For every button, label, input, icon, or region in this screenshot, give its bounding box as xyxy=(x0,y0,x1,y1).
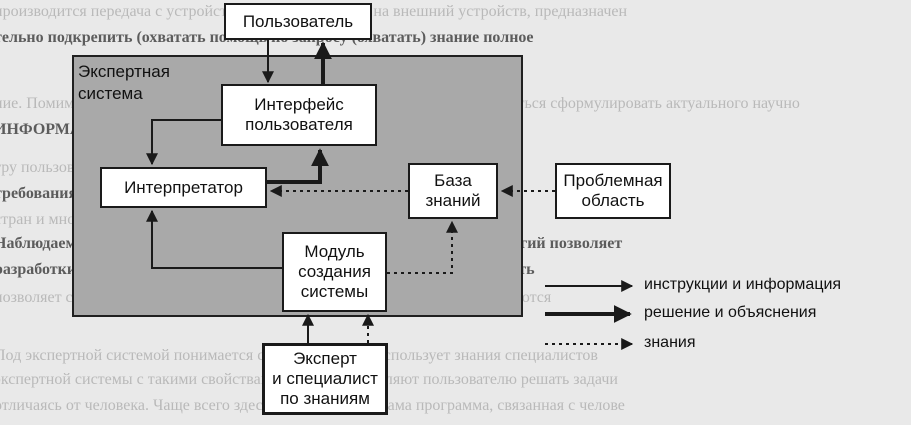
legend-instructions: инструкции и информация xyxy=(644,276,842,293)
arrow-module-to-interpreter xyxy=(146,209,282,269)
user-interface-box: Интерфейс пользователя xyxy=(221,84,377,146)
arrow-ui-to-interpreter xyxy=(146,119,221,166)
expert-and-knowledge-engineer-label: Эксперт и специалист по знаниям xyxy=(272,349,378,408)
arrow-module-to-kb xyxy=(387,220,458,274)
system-builder-module-label: Модуль создания системы xyxy=(298,242,371,301)
expert-and-knowledge-engineer-box: Эксперт и специалист по знаниям xyxy=(262,343,388,415)
problem-domain-label: Проблемная область xyxy=(563,171,663,210)
interpreter-box: Интерпретатор xyxy=(100,167,267,208)
knowledge-base-label: База знаний xyxy=(425,171,481,210)
user-label: Пользователь xyxy=(242,11,354,31)
legend-knowledge: знания xyxy=(644,334,696,351)
user-box: Пользователь xyxy=(224,3,372,40)
user-interface-label: Интерфейс пользователя xyxy=(245,95,353,134)
system-builder-module-box: Модуль создания системы xyxy=(282,232,387,312)
legend-decisions: решение и объяснения xyxy=(644,304,817,321)
interpreter-label: Интерпретатор xyxy=(124,177,243,197)
arrow-interpreter-to-ui xyxy=(267,148,329,184)
expert-system-label: Экспертная система xyxy=(78,62,170,103)
knowledge-base-box: База знаний xyxy=(408,163,498,219)
problem-domain-box: Проблемная область xyxy=(555,163,671,219)
